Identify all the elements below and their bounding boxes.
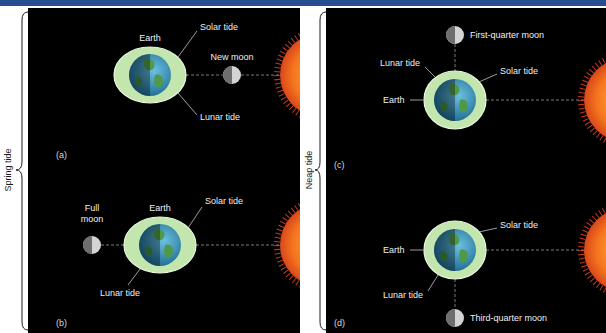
leader-line — [479, 74, 497, 82]
sun-corona — [581, 55, 606, 145]
leader-line — [178, 93, 197, 115]
alignment-line — [486, 250, 584, 251]
earth — [434, 229, 476, 271]
tidal-bulge — [424, 71, 486, 129]
alignment-line — [196, 245, 280, 246]
moon-label: Third-quarter moon — [470, 313, 547, 324]
earth-label: Earth — [149, 203, 171, 214]
leader-line — [479, 228, 497, 232]
tide-label: Lunar tide — [380, 58, 420, 69]
panel-letter: (b) — [56, 318, 67, 329]
tide-label: Solar tide — [500, 220, 538, 231]
moon-label: New moon — [210, 52, 253, 63]
alignment-line — [486, 100, 584, 101]
panel-background — [326, 8, 606, 333]
earth — [129, 54, 171, 96]
moon-label: Full moon — [77, 203, 107, 225]
sun — [280, 33, 300, 117]
moon-label: First-quarter moon — [470, 30, 544, 41]
earth — [434, 79, 476, 121]
moon — [446, 26, 464, 44]
panel-letter: (c) — [334, 160, 345, 171]
tidal-bulge — [114, 47, 186, 103]
tidal-bulge — [124, 217, 196, 273]
bracket-label: Spring tide — [3, 148, 14, 191]
earth-label: Earth — [383, 245, 405, 256]
tide-label: Solar tide — [500, 66, 538, 77]
panel-letter: (d) — [334, 318, 345, 329]
tide-label: Solar tide — [200, 22, 238, 33]
header-bar — [0, 0, 606, 6]
tide-label: Solar tide — [205, 196, 243, 207]
alignment-line — [455, 44, 456, 71]
tidal-bulge — [424, 221, 486, 279]
brace — [16, 12, 28, 330]
moon — [223, 66, 241, 84]
leader-line — [425, 67, 436, 78]
sun — [584, 208, 606, 292]
leader-line — [188, 207, 202, 228]
leader-line — [128, 269, 140, 285]
sun — [280, 203, 300, 287]
leader-line — [410, 250, 423, 251]
leader-line — [410, 100, 423, 101]
moon — [446, 309, 464, 327]
earth-label: Earth — [383, 95, 405, 106]
bracket-label: Neap tide — [304, 151, 315, 190]
tide-label: Lunar tide — [383, 290, 423, 301]
sun-corona — [277, 30, 300, 120]
brace — [315, 12, 326, 330]
tide-label: Lunar tide — [100, 288, 140, 299]
tide-label: Lunar tide — [200, 112, 240, 123]
panel-background — [28, 8, 300, 333]
sun-corona — [581, 205, 606, 295]
moon — [83, 236, 101, 254]
leader-line — [178, 31, 197, 57]
sun-corona — [277, 200, 300, 290]
earth — [139, 224, 181, 266]
alignment-line — [101, 245, 124, 246]
earth-label: Earth — [139, 33, 161, 44]
alignment-line — [455, 279, 456, 309]
panel-letter: (a) — [56, 150, 67, 161]
sun — [584, 58, 606, 142]
leader-line — [428, 275, 438, 291]
